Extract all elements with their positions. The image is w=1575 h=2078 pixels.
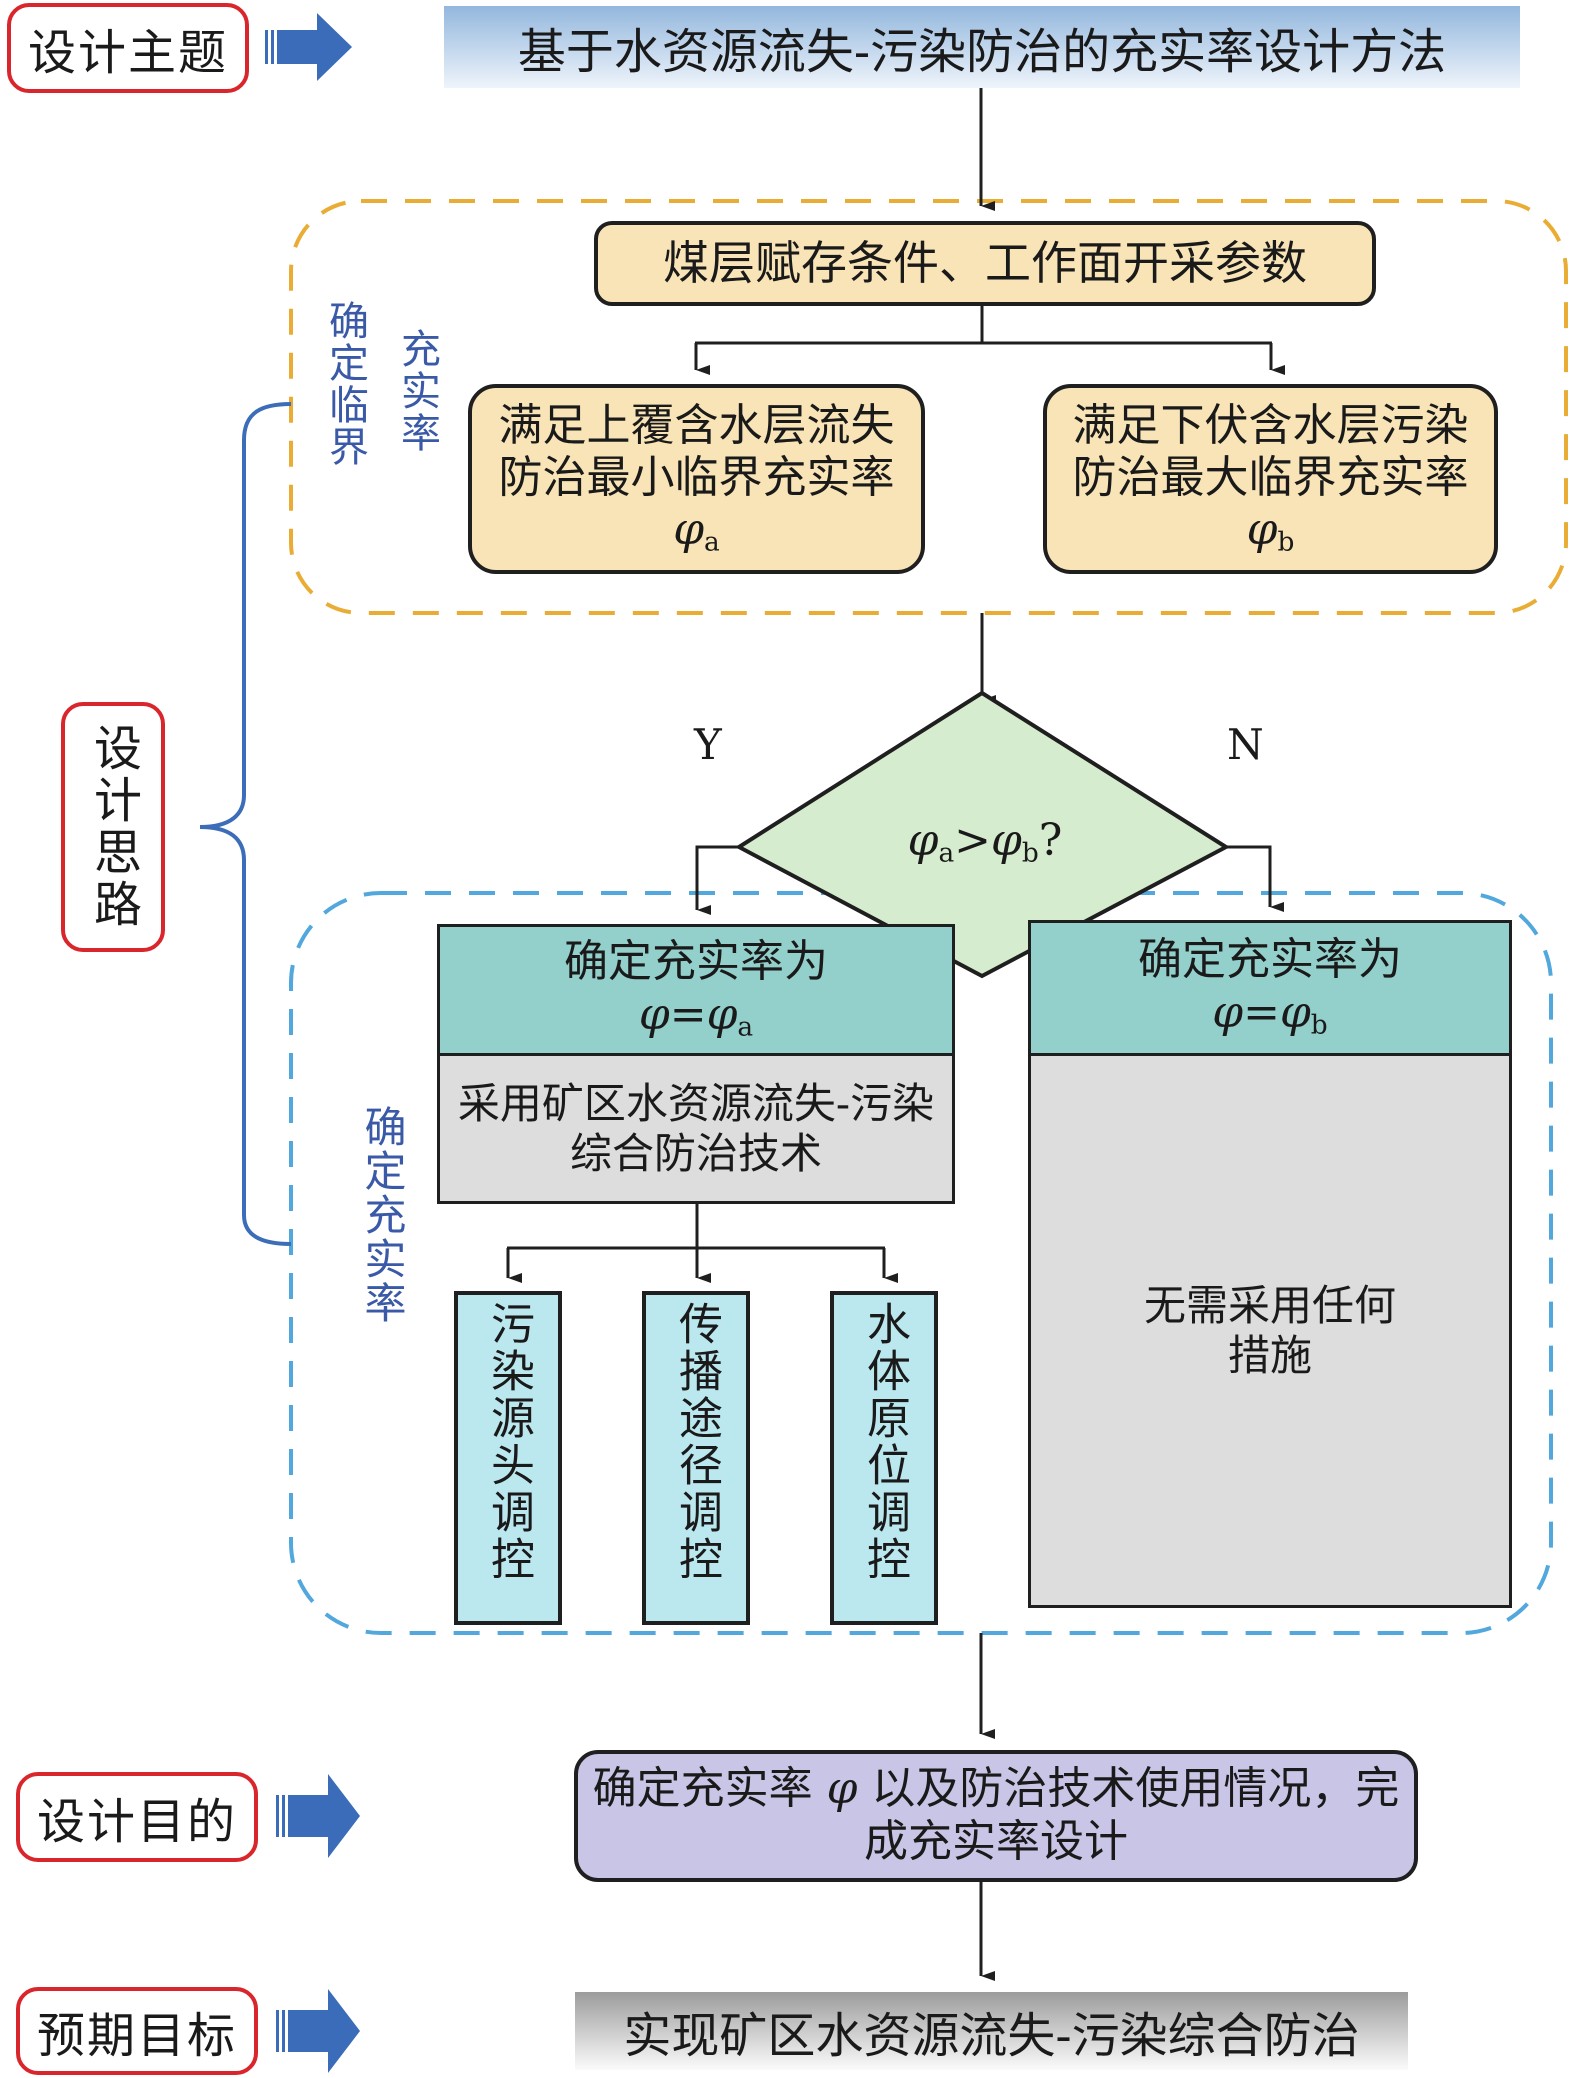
control-box-insitu: 水体原位调控 <box>830 1291 938 1625</box>
design-purpose-text: 设计目的 <box>36 1794 237 1850</box>
no-connector <box>1226 845 1284 912</box>
max-critical-text: 满足下伏含水层污染防治最大临界充实率 <box>1072 400 1469 504</box>
critical-label-col2: 充实率 <box>394 328 440 454</box>
goal-text: 实现矿区水资源流失-污染综合防治 <box>623 2008 1360 2064</box>
determine-label: 确定充实率 <box>358 1105 407 1325</box>
no-rate-formula: φ=φb <box>1212 987 1328 1041</box>
yes-label: Y <box>694 720 722 769</box>
design-approach-label: 设计思路 <box>61 702 165 952</box>
technique-box: 采用矿区水资源流失-污染综合防治技术 <box>437 1053 955 1204</box>
no-rate-box: 确定充实率为 φ=φb <box>1028 920 1512 1056</box>
no-measure-box: 无需采用任何措施 <box>1028 1053 1512 1608</box>
no-label: N <box>1227 720 1264 769</box>
control-box-source: 污染源头调控 <box>454 1291 562 1625</box>
purpose-text-1: 确定充实率 <box>592 1763 813 1815</box>
min-critical-symbol: φa <box>673 504 720 558</box>
no-measure-text: 无需采用任何措施 <box>1143 1280 1396 1380</box>
design-approach-text: 设计思路 <box>85 723 141 931</box>
control-pathway-text: 传播途径调控 <box>671 1301 722 1583</box>
goal-arrow-icon <box>276 1989 360 2073</box>
control-box-pathway: 传播途径调控 <box>642 1291 750 1625</box>
design-purpose-label: 设计目的 <box>16 1772 258 1862</box>
goal-bar: 实现矿区水资源流失-污染综合防治 <box>575 1992 1408 2070</box>
control-insitu-text: 水体原位调控 <box>859 1301 910 1583</box>
approach-brace <box>199 402 292 1246</box>
min-critical-text: 满足上覆含水层流失防治最小临界充实率 <box>498 400 895 504</box>
critical-region-outline <box>289 199 1568 615</box>
purpose-box: 确定充实率 φ 以及防治技术使用情况，完成充实率设计 <box>574 1750 1418 1882</box>
max-critical-box: 满足下伏含水层污染防治最大临界充实率 φb <box>1043 384 1498 574</box>
max-critical-symbol: φb <box>1246 504 1295 558</box>
min-critical-box: 满足上覆含水层流失防治最小临界充实率 φa <box>468 384 925 574</box>
input-conditions-text: 煤层赋存条件、工作面开采参数 <box>663 236 1307 291</box>
control-source-text: 污染源头调控 <box>483 1301 534 1583</box>
yes-rate-header: 确定充实率为 <box>564 936 828 988</box>
expected-goal-text: 预期目标 <box>36 2008 237 2064</box>
purpose-symbol: φ <box>826 1763 858 1815</box>
critical-label-col1: 确定临界 <box>322 300 368 468</box>
design-title: 基于水资源流失-污染防治的充实率设计方法 <box>517 24 1447 80</box>
yes-rate-box: 确定充实率为 φ=φa <box>437 924 955 1056</box>
theme-arrow-icon <box>265 13 352 81</box>
technique-text: 采用矿区水资源流失-污染综合防治技术 <box>457 1078 935 1178</box>
no-rate-header: 确定充实率为 <box>1138 934 1402 986</box>
design-title-bar: 基于水资源流失-污染防治的充实率设计方法 <box>444 6 1520 88</box>
input-conditions-box: 煤层赋存条件、工作面开采参数 <box>594 221 1376 306</box>
purpose-text-2: 以及防治技术使用情况，完成充实率设计 <box>864 1763 1400 1867</box>
expected-goal-label: 预期目标 <box>16 1987 258 2075</box>
decision-diamond <box>735 690 1230 979</box>
decision-condition: φa>φb? <box>907 815 1063 869</box>
purpose-arrow-icon <box>276 1774 360 1858</box>
design-theme-text: 设计主题 <box>27 25 228 81</box>
design-theme-label: 设计主题 <box>7 3 249 93</box>
yes-connector <box>695 845 739 915</box>
yes-rate-formula: φ=φa <box>638 989 754 1043</box>
